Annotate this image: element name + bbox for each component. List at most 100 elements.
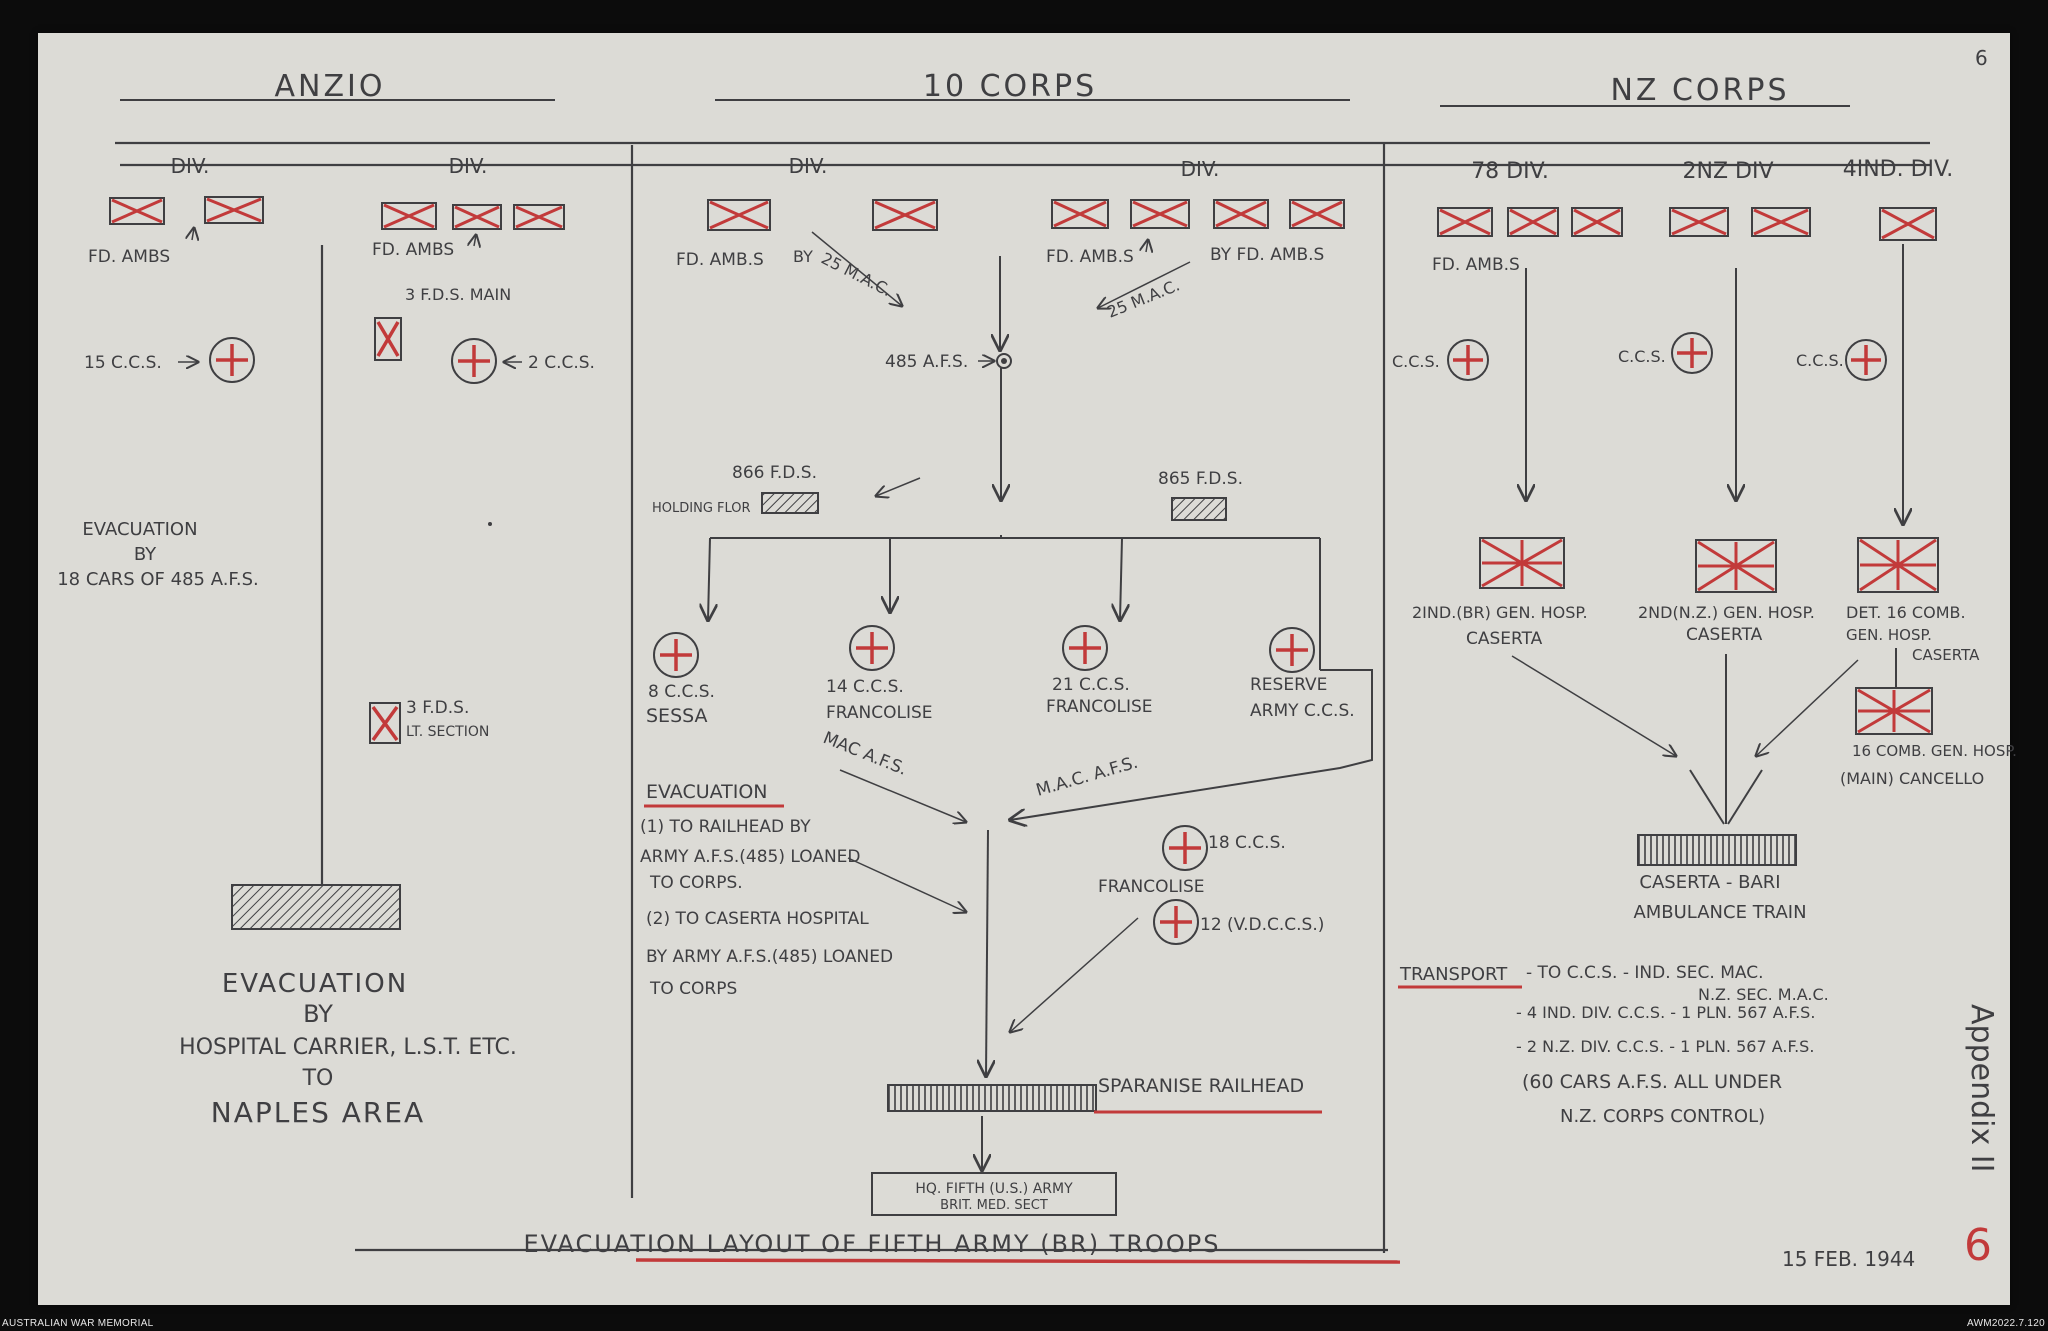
field-ambulance-icon <box>109 197 165 225</box>
field-ambulance-icon <box>381 202 437 230</box>
note-line: BY <box>134 544 157 565</box>
train-label: AMBULANCE TRAIN <box>1633 902 1806 923</box>
footer-accession-number: AWM2022.7.120 <box>1966 1318 2045 1329</box>
field-ambulance-icon <box>1571 207 1623 237</box>
arrow <box>811 231 902 306</box>
field-ambulance-icon <box>1130 199 1190 229</box>
mac-afs-left-label: MAC A.F.S. <box>820 728 910 780</box>
field-ambulance-icon <box>1507 207 1559 237</box>
casualty-clearing-station-icon <box>849 625 895 671</box>
note-line: - 2 N.Z. DIV. C.C.S. - 1 PLN. 567 A.F.S. <box>1516 1037 1814 1056</box>
anzio-fd-ambs-left: FD. AMBS <box>88 247 170 267</box>
note-line: (2) TO CASERTA HOSPITAL <box>646 909 869 929</box>
train-label: CASERTA - BARI <box>1639 872 1780 893</box>
hospital-1-label: 2IND.(BR) GEN. HOSP. <box>1412 603 1588 622</box>
field-dressing-station-865-icon <box>1171 497 1227 521</box>
arrow <box>1146 240 1148 252</box>
ccs-18-label: 18 C.C.S. <box>1208 833 1286 853</box>
field-ambulance-icon <box>204 196 264 224</box>
field-ambulance-icon <box>513 204 565 230</box>
ambulance-train-icon <box>1637 834 1797 866</box>
reserve-ccs-label: RESERVE <box>1250 675 1327 695</box>
arrow <box>847 857 966 912</box>
hospital-4-label: (MAIN) CANCELLO <box>1840 769 1984 788</box>
corps10-fd-ambs-left: FD. AMB.S <box>676 250 764 270</box>
anzio-evacuation-note: EVACUATION BY 18 CARS OF 485 A.F.S. <box>57 519 259 590</box>
arrow <box>876 477 921 496</box>
mac-afs-right-label: M.A.C. A.F.S. <box>1034 753 1140 801</box>
corps10-by-label: BY <box>793 247 813 266</box>
field-ambulance-icon <box>707 199 771 231</box>
corps10-div-right-label: DIV. <box>1181 157 1220 181</box>
field-dressing-station-icon <box>374 317 402 361</box>
hq-label: BRIT. MED. SECT <box>940 1198 1048 1213</box>
note-line: BY <box>303 1000 333 1028</box>
field-dressing-station-866-icon <box>761 492 819 514</box>
arrow <box>1098 261 1191 308</box>
francolise-label: FRANCOLISE <box>1098 877 1205 897</box>
nz-ccs-label: C.C.S. <box>1618 347 1666 366</box>
corps10-fds-865-label: 865 F.D.S. <box>1158 469 1243 489</box>
casualty-clearing-station-icon <box>451 338 497 384</box>
field-ambulance-icon <box>1437 207 1493 237</box>
casualty-clearing-station-icon <box>1845 339 1887 381</box>
date-label: 15 FEB. 1944 <box>1782 1247 1915 1271</box>
ccs-21-label: 21 C.C.S. <box>1052 675 1130 695</box>
general-hospital-icon <box>1855 687 1933 735</box>
general-hospital-icon <box>1857 537 1939 593</box>
note-line: TO CORPS. <box>649 873 743 893</box>
general-hospital-icon <box>1695 539 1777 593</box>
div-78-label: 78 DIV. <box>1471 159 1549 184</box>
note-line: EVACUATION <box>82 519 197 540</box>
hospital-2-label: CASERTA <box>1686 625 1763 645</box>
casualty-clearing-station-icon <box>1269 627 1315 673</box>
arrow <box>192 228 194 240</box>
arrow <box>1511 655 1676 756</box>
anzio-div-right-label: DIV. <box>449 154 488 178</box>
afs-post-icon <box>996 353 1012 369</box>
note-line: N.Z. SEC. M.A.C. <box>1698 985 1829 1004</box>
casualty-clearing-station-icon <box>1162 825 1208 871</box>
note-line: - 4 IND. DIV. C.C.S. - 1 PLN. 567 A.F.S. <box>1516 1003 1815 1022</box>
anzio-fds-lt-label: 3 F.D.S. <box>406 698 469 718</box>
title-underline <box>635 1258 1401 1264</box>
corps10-div-left-label: DIV. <box>789 154 828 178</box>
casualty-clearing-station-icon <box>209 337 255 383</box>
evacuation-heading: EVACUATION <box>646 781 768 803</box>
hospital-2-label: 2ND(N.Z.) GEN. HOSP. <box>1638 603 1815 622</box>
corps10-holding-label: HOLDING FLOR <box>652 501 751 516</box>
distribution-lines <box>708 535 1373 820</box>
afs-post-dot <box>1001 358 1007 364</box>
appendix-label: Appendix II <box>1964 1004 1999 1172</box>
hospital-3-label: CASERTA <box>1912 646 1980 664</box>
corps10-fd-ambs-right: FD. AMB.S <box>1046 247 1134 267</box>
corps10-fd-ambs-far: BY FD. AMB.S <box>1210 245 1324 265</box>
header-10-corps: 10 CORPS <box>923 69 1097 104</box>
ccs-21-label: FRANCOLISE <box>1046 697 1153 717</box>
header-nz-corps: NZ CORPS <box>1610 73 1789 108</box>
arrow <box>839 769 966 822</box>
hospital-1-label: CASERTA <box>1466 629 1543 649</box>
corps10-fds-866-label: 866 F.D.S. <box>732 463 817 483</box>
diagram-title: EVACUATION LAYOUT OF FIFTH ARMY (BR) TRO… <box>523 1230 1220 1258</box>
nz-ccs-label: C.C.S. <box>1796 351 1844 370</box>
note-line: 18 CARS OF 485 A.F.S. <box>57 569 259 590</box>
railhead-label: SPARANISE RAILHEAD <box>1098 1075 1304 1097</box>
note-line: TO CORPS <box>649 979 737 999</box>
field-ambulance-icon <box>1289 199 1345 229</box>
nz-ccs-label: C.C.S. <box>1392 352 1440 371</box>
railhead-icon <box>887 1084 1097 1112</box>
nz-fd-ambs-label: FD. AMB.S <box>1432 255 1520 275</box>
corps10-afs-485-label: 485 A.F.S. <box>885 352 968 372</box>
field-dressing-station-icon <box>369 702 401 744</box>
anzio-evacuation-bottom: EVACUATION BY HOSPITAL CARRIER, L.S.T. E… <box>179 969 517 1129</box>
anzio-ccs-2-label: 2 C.C.S. <box>528 353 595 373</box>
hospital-3-label: DET. 16 COMB. <box>1846 603 1966 622</box>
note-line: (60 CARS A.F.S. ALL UNDER <box>1522 1071 1782 1093</box>
arrow <box>986 829 988 1076</box>
anzio-fds-main-label: 3 F.D.S. MAIN <box>405 285 511 304</box>
hospital-3-label: GEN. HOSP. <box>1846 626 1932 644</box>
hq-box <box>871 1172 1117 1216</box>
note-line: HOSPITAL CARRIER, L.S.T. ETC. <box>179 1035 517 1060</box>
